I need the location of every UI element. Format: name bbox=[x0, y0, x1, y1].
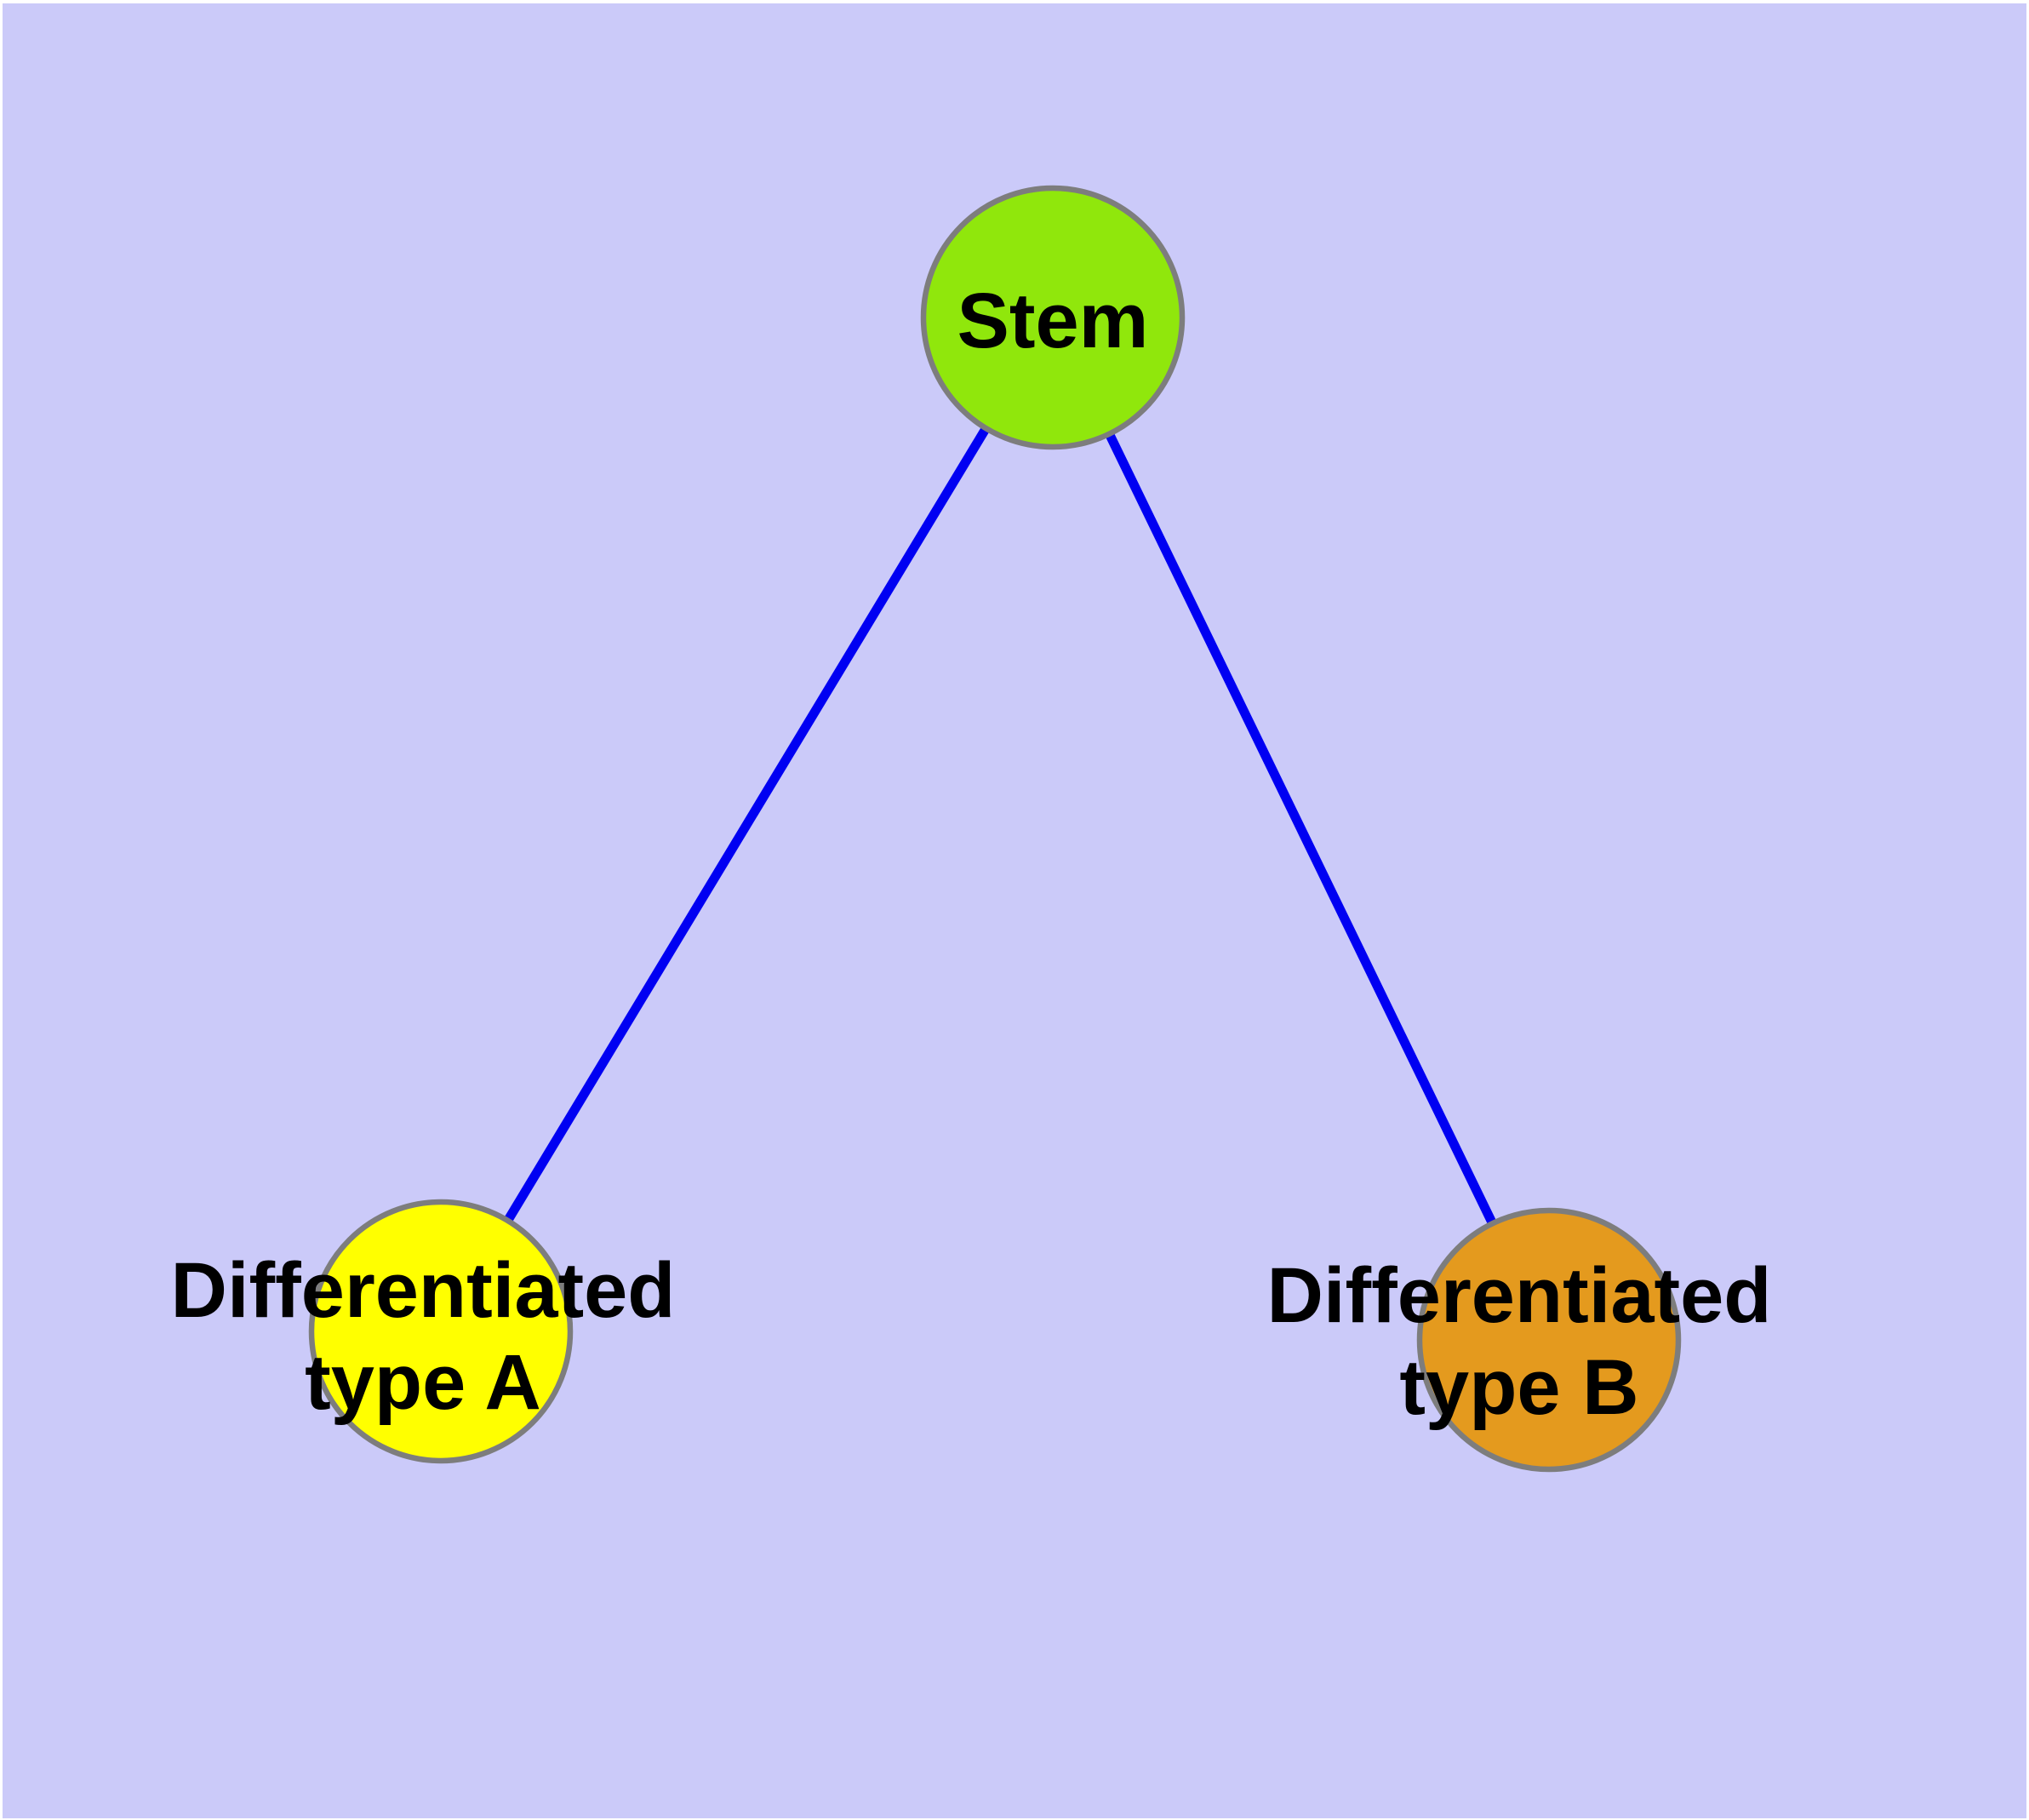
edge-stem-to-type-a bbox=[437, 315, 1057, 1334]
node-type-a-label-line2: type A bbox=[305, 1339, 541, 1426]
node-type-a-circle bbox=[308, 1199, 574, 1464]
edges bbox=[437, 315, 1553, 1342]
node-stem: Stem bbox=[920, 185, 1186, 450]
node-type-a: Differentiated type A bbox=[171, 1199, 676, 1464]
node-type-b-label-line2: type B bbox=[1399, 1344, 1638, 1431]
node-stem-label: Stem bbox=[957, 278, 1149, 364]
node-type-a-label-line1: Differentiated bbox=[171, 1247, 676, 1334]
node-type-b-label-line1: Differentiated bbox=[1267, 1252, 1772, 1339]
node-stem-circle bbox=[920, 185, 1186, 450]
node-type-b-circle bbox=[1416, 1207, 1682, 1473]
edge-stem-to-type-b bbox=[1049, 315, 1553, 1342]
node-type-b: Differentiated type B bbox=[1267, 1207, 1772, 1473]
